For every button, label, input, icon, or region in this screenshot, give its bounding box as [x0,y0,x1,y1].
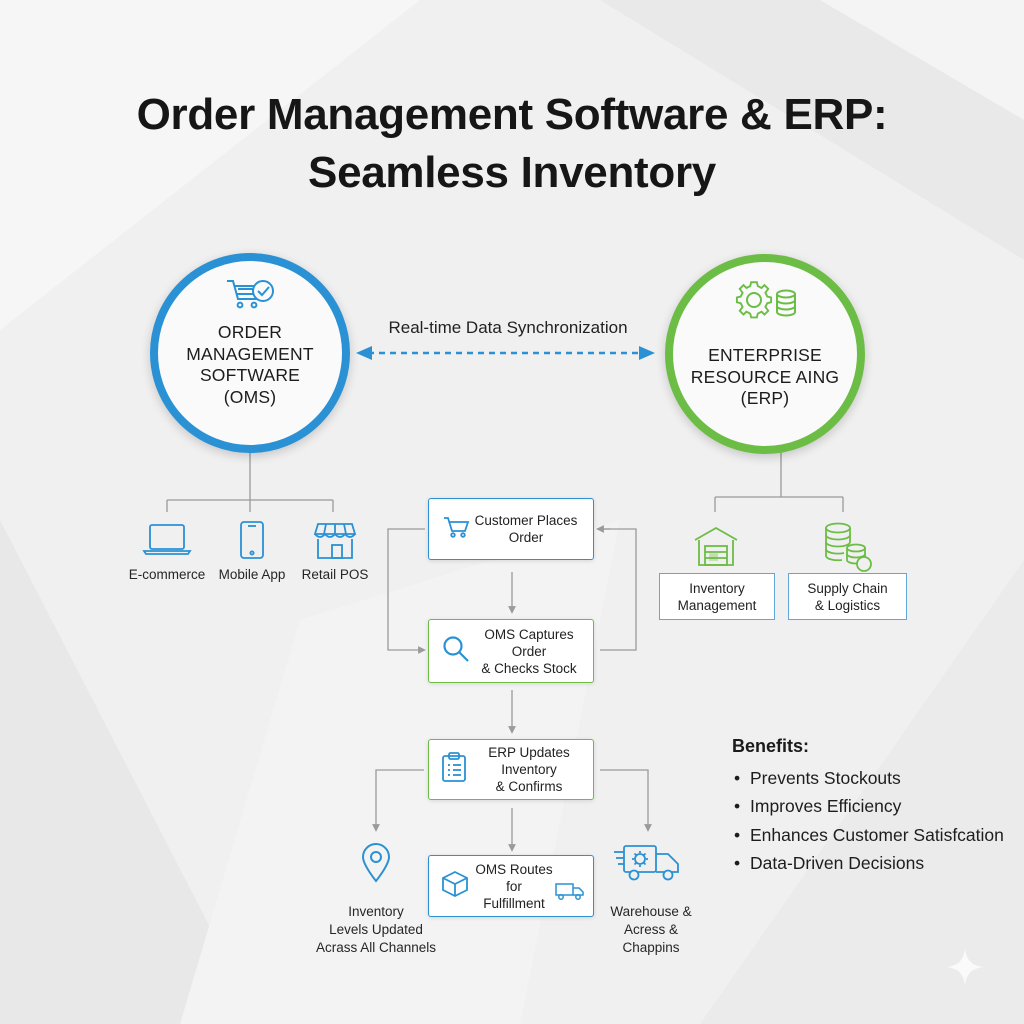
module-label: Supply Chain & Logistics [807,580,888,613]
sync-arrow-right [639,346,655,360]
benefit-item: Data-Driven Decisions [732,849,1012,877]
flow-step-label: OMS Routes for Fulfillment [475,861,553,911]
benefit-item: Prevents Stockouts [732,764,1012,792]
source-label: Mobile App [218,567,286,582]
flow-step-oms-captures: OMS Captures Order & Checks Stock [428,619,594,683]
flow-step-label: OMS Captures Order & Checks Stock [481,626,577,676]
source-retail-pos: Retail POS [280,520,390,582]
outcome-warehouse-shipping: Warehouse & Acress & Chappins [610,904,692,955]
source-ecommerce: E-commerce [112,522,222,582]
sparkle-watermark-icon [946,948,984,986]
laptop-icon [142,524,192,560]
gear-database-icon [732,278,798,327]
module-supply-chain: Supply Chain & Logistics [788,573,907,620]
package-icon [441,870,469,903]
smartphone-icon [237,521,267,564]
module-label: Inventory Management [677,580,757,613]
clipboard-icon [441,751,467,788]
benefit-item: Enhances Customer Satisfcation [732,821,1012,849]
flow-step-erp-updates: ERP Updates Inventory & Confirms [428,739,594,800]
module-inventory-management: Inventory Management [659,573,775,620]
small-truck-icon [555,881,585,906]
location-pin-icon [360,843,392,888]
benefits-panel: Benefits: Prevents Stockouts Improves Ef… [732,736,1012,877]
magnifier-icon [441,634,471,669]
flow-arrows [372,525,652,852]
flow-step-label: ERP Updates Inventory & Confirms [488,745,570,794]
page-title: Order Management Software & ERP: Seamles… [40,86,984,202]
outcome-inventory-updated: Inventory Levels Updated Acrass All Chan… [315,904,437,955]
oms-hub: ORDER MANAGEMENT SOFTWARE (OMS) [150,253,350,453]
warehouse-icon [692,524,740,573]
source-mobile-app: Mobile App [197,520,307,582]
flow-step-oms-routes: OMS Routes for Fulfillment [428,855,594,917]
source-label: Retail POS [301,567,369,582]
benefits-list: Prevents Stockouts Improves Efficiency E… [732,764,1012,877]
flow-step-label: Customer Places Order [474,513,578,545]
shopping-cart-check-icon [225,277,275,316]
delivery-truck-icon [612,840,684,891]
benefits-heading: Benefits: [732,736,810,756]
cart-icon [443,515,471,544]
database-coins-icon [818,520,874,577]
sync-label: Real-time Data Synchronization [388,318,628,337]
erp-hub: ENTERPRISE RESOURCE AING (ERP) [665,254,865,454]
oms-label: ORDER MANAGEMENT SOFTWARE (OMS) [186,322,314,407]
benefit-item: Improves Efficiency [732,792,1012,820]
flow-step-customer-order: Customer Places Order [428,498,594,560]
erp-label: ENTERPRISE RESOURCE AING (ERP) [690,345,840,408]
oms-source-tree [166,445,334,512]
source-label: E-commerce [128,567,206,582]
erp-module-tree [714,448,844,512]
title-line-1: Order Management Software & ERP: [136,90,888,139]
title-line-2: Seamless Inventory [308,148,716,197]
storefront-icon [312,523,358,564]
sync-arrow-left [356,346,372,360]
